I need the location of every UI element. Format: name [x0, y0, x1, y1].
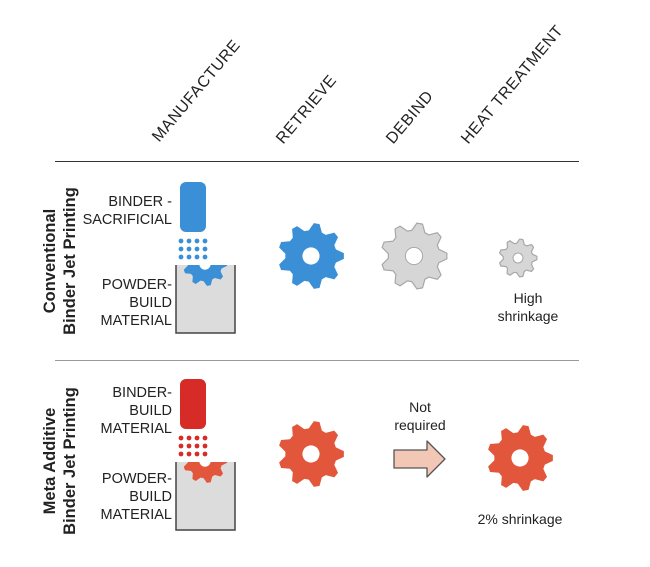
- meta-binder-line3: MATERIAL: [100, 421, 172, 437]
- binder-droplet: [178, 238, 184, 244]
- meta-powder-line3: MATERIAL: [100, 507, 172, 523]
- binder-droplet: [186, 451, 192, 457]
- binder-droplet: [186, 238, 192, 244]
- meta-powder-label: POWDER- BUILD MATERIAL: [80, 470, 172, 524]
- meta-printed-gear-icon: [183, 462, 227, 483]
- conventional-powder-line1: POWDER-: [101, 277, 172, 293]
- conventional-retrieve-gear-icon: [279, 223, 344, 289]
- gear-icon-hole: [302, 445, 320, 463]
- conventional-heat-note-line1: High: [513, 290, 543, 306]
- meta-powder-line1: POWDER-: [101, 471, 172, 487]
- conventional-printed-gear-icon: [183, 265, 227, 286]
- binder-droplet: [194, 246, 200, 252]
- conventional-powder-line2: BUILD: [129, 295, 172, 311]
- meta-binder-line2: BUILD: [129, 403, 172, 419]
- conventional-binder-cartridge: [180, 182, 206, 232]
- binder-droplet: [202, 451, 208, 457]
- binder-droplet: [194, 443, 200, 449]
- binder-droplet: [194, 254, 200, 260]
- conventional-printed-gear-group: [183, 265, 227, 286]
- conventional-powder-bed-outline: [175, 265, 236, 334]
- binder-droplet: [202, 246, 208, 252]
- meta-debind-note: Not required: [375, 398, 465, 434]
- meta-binder-cartridge: [180, 379, 206, 429]
- gear-icon-body: [183, 265, 227, 286]
- meta-powder-bed-outline: [175, 462, 236, 531]
- binder-droplet: [186, 254, 192, 260]
- conventional-binder-line1: BINDER -: [108, 194, 172, 210]
- gear-icon-hole: [404, 246, 424, 266]
- meta-heat-gear-icon: [488, 425, 553, 491]
- gear-icon-body: [183, 462, 227, 483]
- conventional-binder-label: BINDER - SACRIFICIAL: [80, 193, 172, 229]
- meta-retrieve-gear-icon: [279, 421, 344, 487]
- header-divider: [55, 161, 579, 162]
- conventional-heat-note: High shrinkage: [478, 289, 578, 325]
- gear-icon-hole: [199, 265, 211, 270]
- binder-droplet: [186, 246, 192, 252]
- conventional-powder-line3: MATERIAL: [100, 313, 172, 329]
- binder-droplet: [194, 238, 200, 244]
- meta-debind-note-line1: Not: [409, 399, 431, 415]
- binder-droplet: [202, 238, 208, 244]
- binder-droplet: [178, 443, 184, 449]
- binder-droplet: [178, 451, 184, 457]
- binder-droplet: [202, 435, 208, 441]
- arrow-right-icon: [393, 440, 446, 478]
- row-divider: [55, 360, 579, 361]
- binder-droplet: [194, 435, 200, 441]
- meta-debind-note-line2: required: [394, 417, 446, 433]
- conventional-binder-line2: SACRIFICIAL: [82, 212, 172, 228]
- binder-droplet: [178, 246, 184, 252]
- gear-icon-hole: [511, 449, 529, 467]
- conventional-heat-note-line2: shrinkage: [497, 308, 559, 324]
- gear-icon-hole: [302, 247, 320, 265]
- meta-printed-gear-group: [183, 462, 227, 483]
- meta-binder-droplets: [178, 435, 208, 457]
- binder-droplet: [194, 451, 200, 457]
- meta-powder-line2: BUILD: [129, 489, 172, 505]
- conventional-powder-label: POWDER- BUILD MATERIAL: [80, 276, 172, 330]
- binder-droplet: [202, 443, 208, 449]
- binder-droplet: [178, 435, 184, 441]
- binder-droplet: [186, 435, 192, 441]
- binder-droplet: [178, 254, 184, 260]
- gear-icon-hole: [512, 252, 524, 264]
- binder-droplet: [202, 254, 208, 260]
- meta-binder-label: BINDER- BUILD MATERIAL: [80, 384, 172, 438]
- conventional-binder-droplets: [178, 238, 208, 260]
- conventional-debind-gear-icon: [381, 222, 448, 290]
- binder-droplet: [186, 443, 192, 449]
- meta-heat-note: 2% shrinkage: [477, 511, 563, 527]
- gear-icon-hole: [199, 462, 211, 467]
- conventional-heat-gear-icon: [499, 238, 538, 278]
- meta-binder-line1: BINDER-: [112, 385, 172, 401]
